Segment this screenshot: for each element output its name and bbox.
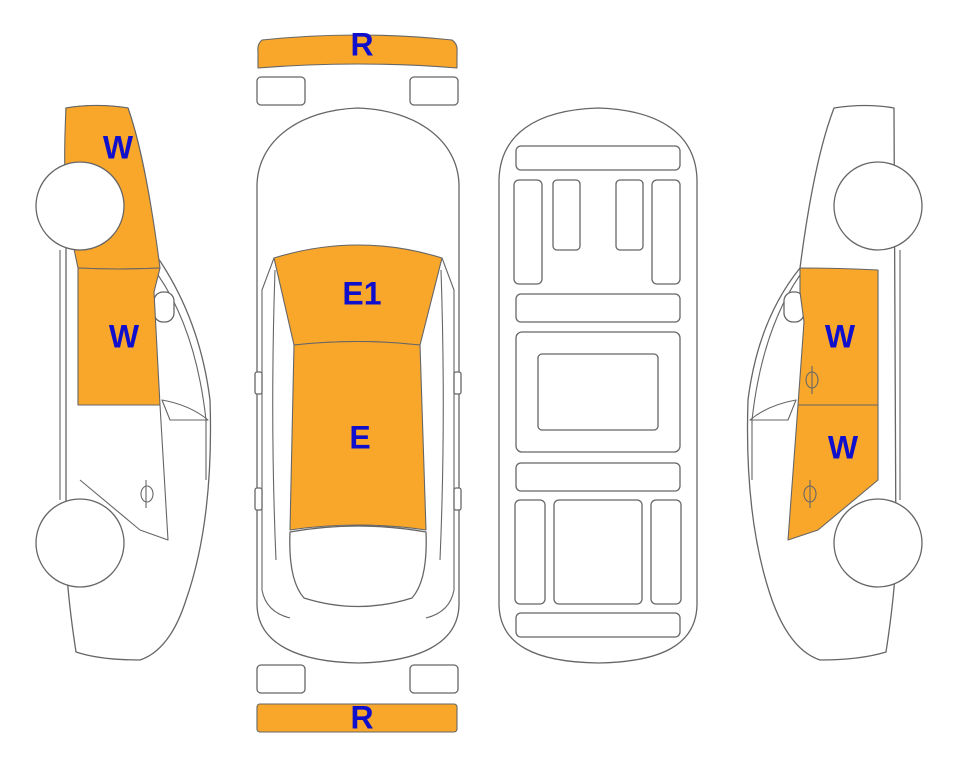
top-right-light [409,76,459,106]
rear-window [289,525,427,608]
right-front-door-label: W [825,318,856,354]
left-side-mirror [153,291,175,323]
left-front-wheel [35,161,125,251]
right-rear-door-label: W [828,429,859,465]
left-rear-door-handle [140,480,154,508]
right-front-door-highlight [797,267,879,406]
bottom-bumper-label: R [350,699,373,735]
top-bumper-group: R [256,26,459,106]
roof-highlight [289,340,427,531]
underbody-cross-member-2 [515,462,681,492]
left-mirror [254,371,263,395]
underbody-rear-right [650,499,682,605]
right-rear-door-handle [803,480,817,508]
underbody-front-strip [515,145,681,171]
underbody-rear-left [514,499,546,605]
bottom-bumper-group: R [256,664,459,735]
right-mirror [453,371,462,395]
left-side-window-frame [157,274,207,480]
car-top-view: E1 E [254,107,462,664]
car-underbody [498,107,698,664]
underbody-right-pocket [615,179,644,251]
right-rear-wheel [833,498,923,588]
underbody-left-rail [513,179,543,285]
car-top-right-inner [439,269,444,561]
bottom-right-light [409,664,459,694]
windshield-label: E1 [342,275,381,311]
right-front-wheel [833,161,923,251]
left-side-rear-window [161,399,209,421]
left-rear-mirror [254,487,263,511]
roof-label: E [349,419,370,455]
underbody-rear-strip [515,612,681,638]
right-front-door-handle [805,366,819,394]
car-top-left-inner [272,269,277,561]
left-front-door-label: W [109,318,140,354]
underbody-rear-center [553,499,643,605]
underbody-center-panel [537,353,659,431]
left-rear-wheel [35,498,125,588]
car-top-left-rail [261,257,291,619]
car-right-side: W W [746,104,923,661]
top-bumper-label: R [350,26,373,62]
right-side-window-frame [751,274,801,480]
bottom-left-light [256,664,306,694]
right-side-front-window [749,399,797,421]
underbody-right-rail [651,179,681,285]
left-front-door-highlight [77,267,161,406]
bottom-bumper-highlight [256,703,458,733]
left-front-fender-label: W [103,129,134,165]
car-top-right-rail [425,257,455,619]
right-rear-mirror [453,487,462,511]
top-bumper-highlight [257,34,458,69]
underbody-left-pocket [552,179,581,251]
top-left-light [256,76,306,106]
underbody-cross-member-1 [515,293,681,323]
car-left-side: W W [35,104,212,661]
